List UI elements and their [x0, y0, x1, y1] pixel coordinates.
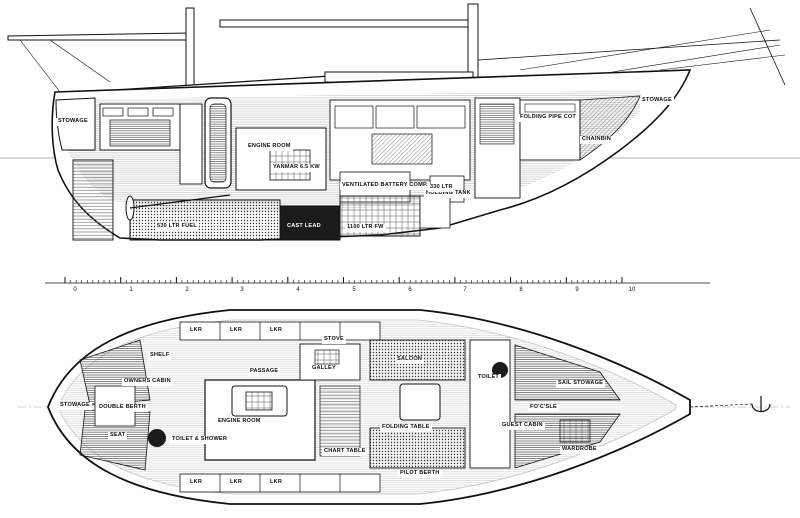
plan-label-wardrobe: WARDROBE: [560, 446, 599, 454]
plan-label-sail-stowage: SAIL STOWAGE: [556, 380, 606, 388]
plan-label-saloon: SALOON: [395, 356, 425, 364]
profile-label-folding-pipe-cot: FOLDING PIPE COT: [518, 114, 579, 122]
scale-tick: 8: [519, 287, 523, 293]
plan-label-passage: PASSAGE: [248, 368, 281, 376]
profile-label-holding-tank: HOLDING TANK: [424, 190, 473, 198]
scale-tick: 6: [408, 287, 412, 293]
plan-label-shelf: SHELF: [148, 352, 172, 360]
plan-label-owners-cabin: OWNERS CABIN: [122, 378, 173, 386]
profile-label-stowage-aft: STOWAGE: [56, 118, 90, 126]
plan-label-double-berth: DOUBLE BERTH: [97, 404, 148, 412]
profile-label-stowage-fwd: STOWAGE: [640, 97, 674, 105]
plan-label-galley: GALLEY: [310, 365, 338, 373]
fuel-tank: [129, 199, 281, 241]
plan-label-toilet-shower: TOILET & SHOWER: [170, 436, 230, 444]
mast-aft: [185, 7, 195, 89]
side-profile: [0, 3, 800, 241]
scale-tick: 7: [463, 287, 467, 293]
profile-label-engine-room: ENGINE ROOM: [246, 143, 293, 151]
plan-label-toilet-fwd: TOILET: [476, 374, 501, 382]
plan-label-stove: STOVE: [322, 336, 346, 344]
bowsprit-rigging: [477, 39, 781, 61]
profile-label-fuel: 530 LTR FUEL: [155, 223, 199, 231]
plan-label-lkr: LKR: [188, 479, 205, 487]
profile-label-engine-spec: YANMAR 6.5 KW: [271, 164, 322, 172]
scale-tick: 4: [296, 287, 300, 293]
plan-label-lkr: LKR: [228, 479, 245, 487]
plan-label-folding-table: FOLDING TABLE: [380, 424, 432, 432]
plan-label-lkr: LKR: [228, 327, 245, 335]
plan-label-seat: SEAT: [108, 432, 128, 440]
profile-label-330: 330 LTR: [428, 184, 455, 192]
scale-tick: 5: [352, 287, 356, 293]
plan-label-stowage: STOWAGE: [58, 402, 92, 410]
plan-label-engine-room: ENGINE ROOM: [216, 418, 263, 426]
scale-tick: 2: [185, 287, 189, 293]
plan-label-lkr: LKR: [188, 327, 205, 335]
scale-tick: 1: [129, 287, 133, 293]
plan-label-lkr: LKR: [268, 479, 285, 487]
profile-label-chainbin: CHAINBIN: [580, 136, 613, 144]
profile-label-cast-lead: CAST LEAD: [287, 223, 321, 229]
scale-tick: 9: [575, 287, 579, 293]
plan-label-chart-table: CHART TABLE: [322, 448, 368, 456]
profile-label-battery: VENTILATED BATTERY COMP.: [340, 182, 430, 190]
boom: [7, 32, 191, 41]
scale-tick: 0: [73, 287, 77, 293]
plan-label-lkr: LKR: [268, 327, 285, 335]
scale-tick: 3: [240, 287, 244, 293]
deck-plan: [18, 309, 790, 505]
plan-label-focsle: FO'C'SLE: [528, 404, 559, 412]
plan-label-guest-cabin: GUEST CABIN: [500, 422, 545, 430]
scale-tick: 10: [628, 287, 636, 293]
cast-lead: [279, 205, 341, 241]
mizzen-boom: [219, 19, 479, 28]
profile-label-fw: 1100 LTR FW: [345, 224, 386, 232]
plan-label-pilot-berth: PILOT BERTH: [398, 470, 442, 478]
